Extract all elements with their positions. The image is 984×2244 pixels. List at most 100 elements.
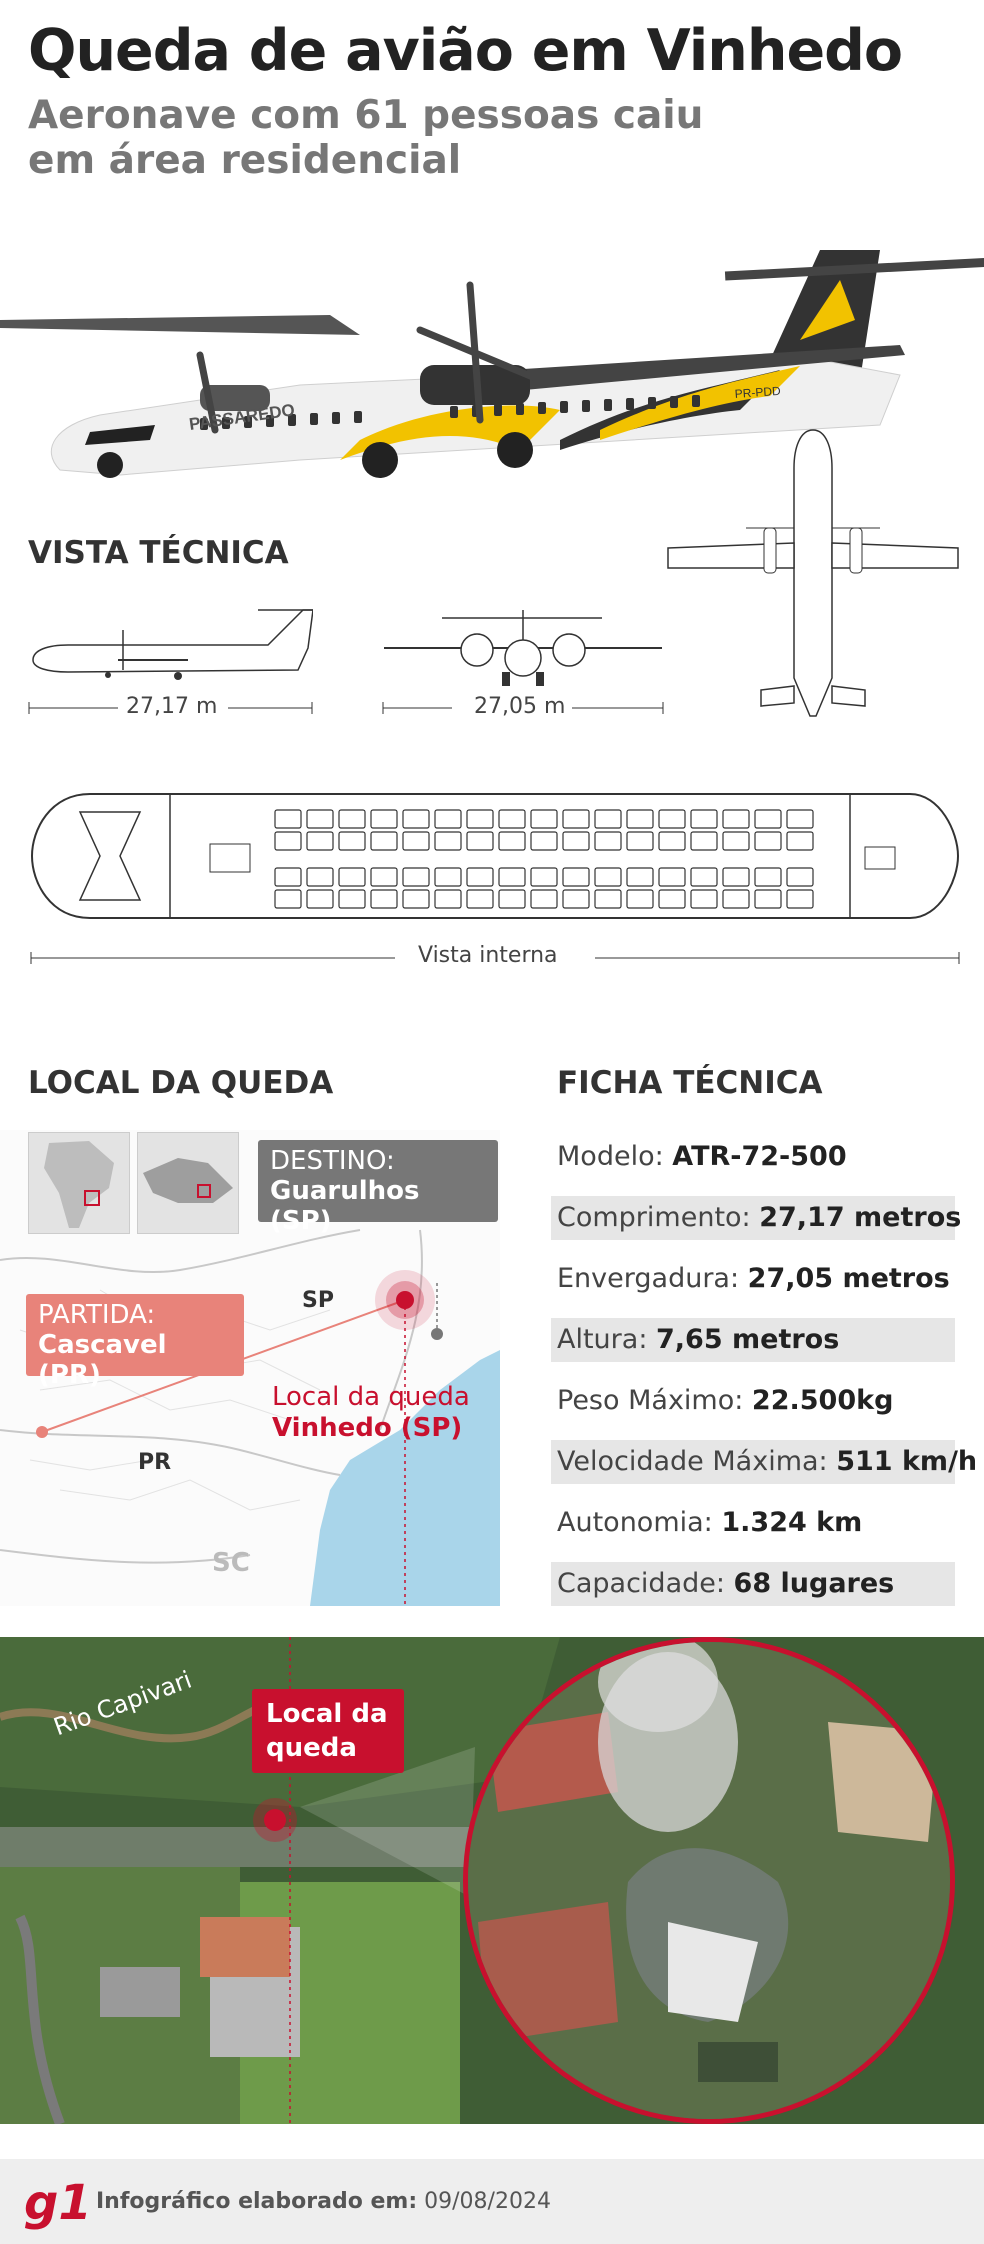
cabin-seat [498,867,526,887]
interior-label: Vista interna [418,943,558,968]
crash-site-heading: LOCAL DA QUEDA [28,1065,334,1101]
cabin-seat [338,831,366,851]
cabin-seat [402,889,430,909]
cabin-seat [274,867,302,887]
spec-row-max-weight: Peso Máximo: 22.500kg [551,1379,955,1423]
cabin-seat [434,889,462,909]
cabin-seat [722,831,750,851]
aerial-photo: Rio Capivari Local da queda [0,1637,984,2124]
crash-city: Vinhedo (SP) [272,1413,463,1443]
cabin-seat [434,809,462,829]
cabin-seat [370,867,398,887]
cabin-seat [754,889,782,909]
credit-date: 09/08/2024 [424,2189,551,2214]
spec-label: Altura: [557,1324,656,1355]
cabin-seat [370,889,398,909]
destination-tag: DESTINO: Guarulhos (SP) [258,1140,498,1236]
cabin-seat [530,889,558,909]
spec-value: 7,65 metros [656,1324,840,1355]
cabin-seat [562,809,590,829]
spec-value: 1.324 km [721,1507,863,1538]
g1-logo: g1 [24,2175,92,2231]
spec-value: 68 lugares [733,1568,895,1599]
cabin-seat [658,867,686,887]
cabin-seat [402,867,430,887]
spec-sheet-heading: FICHA TÉCNICA [557,1065,823,1101]
spec-row-length: Comprimento: 27,17 metros [551,1196,961,1240]
cabin-seat [530,809,558,829]
cabin-seat [626,831,654,851]
cabin-seat [402,809,430,829]
footer-credit: Infográfico elaborado em: 09/08/2024 [96,2189,551,2214]
cabin-seat [594,809,622,829]
cabin-seat [690,831,718,851]
cabin-seat [722,809,750,829]
cabin-seat [370,831,398,851]
state-label-sp: SP [302,1288,334,1313]
cabin-seat [274,809,302,829]
spec-label: Modelo: [557,1141,673,1172]
footer: g1 Infográfico elaborado em: 09/08/2024 [0,2159,984,2244]
state-label-sc: SC [212,1548,250,1578]
destination-city: Guarulhos (SP) [270,1176,420,1236]
cabin-seat [466,867,494,887]
cabin-seat [754,867,782,887]
cabin-seat [434,867,462,887]
destination-label: DESTINO: [270,1146,395,1176]
spec-label: Peso Máximo: [557,1385,752,1416]
cabin-seat [722,867,750,887]
cabin-seat [370,809,398,829]
spec-value: 22.500kg [751,1385,894,1416]
side-view-diagram [32,609,313,680]
crash-map-label: Local da queda Vinhedo (SP) [272,1382,470,1444]
registration-text: PR-PDD [734,384,781,401]
cabin-seat [306,809,334,829]
cabin-seat [306,889,334,909]
cabin-seat [786,889,814,909]
cabin-seat [466,831,494,851]
cabin-seat [690,809,718,829]
cabin-seat [434,831,462,851]
crash-site-tag: Local da queda [252,1689,404,1773]
spec-value: ATR-72-500 [672,1141,847,1172]
spec-row-wingspan: Envergadura: 27,05 metros [551,1257,955,1301]
cabin-seat [498,889,526,909]
wingspan-label: 27,05 m [474,694,566,719]
spec-label: Capacidade: [557,1568,734,1599]
departure-city: Cascavel (PR) [38,1330,167,1390]
length-label: 27,17 m [126,694,218,719]
cabin-seat [594,889,622,909]
interior-dimension-line [30,952,960,964]
cabin-seat [722,889,750,909]
crash-location-map: DESTINO: Guarulhos (SP) PARTIDA: Cascave… [0,1130,500,1606]
departure-tag: PARTIDA: Cascavel (PR) [26,1294,244,1390]
spec-row-range: Autonomia: 1.324 km [551,1501,955,1545]
page-subtitle: Aeronave com 61 pessoas caiu em área res… [28,93,704,183]
interior-cabin-diagram [30,793,960,919]
cabin-seat [626,809,654,829]
cabin-seat [498,809,526,829]
cabin-seat [498,831,526,851]
airplane-illustration: PASSAREDO PR-PDD [0,250,984,478]
cabin-seat [466,889,494,909]
front-view-diagram [384,610,662,686]
sao-paulo-inset [137,1132,239,1234]
cabin-seat [402,831,430,851]
spec-value: 27,05 metros [747,1263,950,1294]
cabin-seat [466,809,494,829]
spec-value: 27,17 metros [759,1202,962,1233]
cabin-seat [658,809,686,829]
south-america-inset [28,1132,130,1234]
wingspan-dimension-line [382,702,664,714]
spec-row-capacity: Capacidade: 68 lugares [551,1562,955,1606]
technical-view-heading: VISTA TÉCNICA [28,535,289,571]
cabin-seat [338,889,366,909]
crash-label: Local da queda [272,1382,470,1412]
cabin-seat [786,867,814,887]
cabin-seat [338,809,366,829]
spec-label: Envergadura: [557,1263,748,1294]
cabin-seat [594,831,622,851]
spec-row-max-speed: Velocidade Máxima: 511 km/h [551,1440,977,1484]
cabin-seat [562,831,590,851]
spec-value: 511 km/h [836,1446,978,1477]
